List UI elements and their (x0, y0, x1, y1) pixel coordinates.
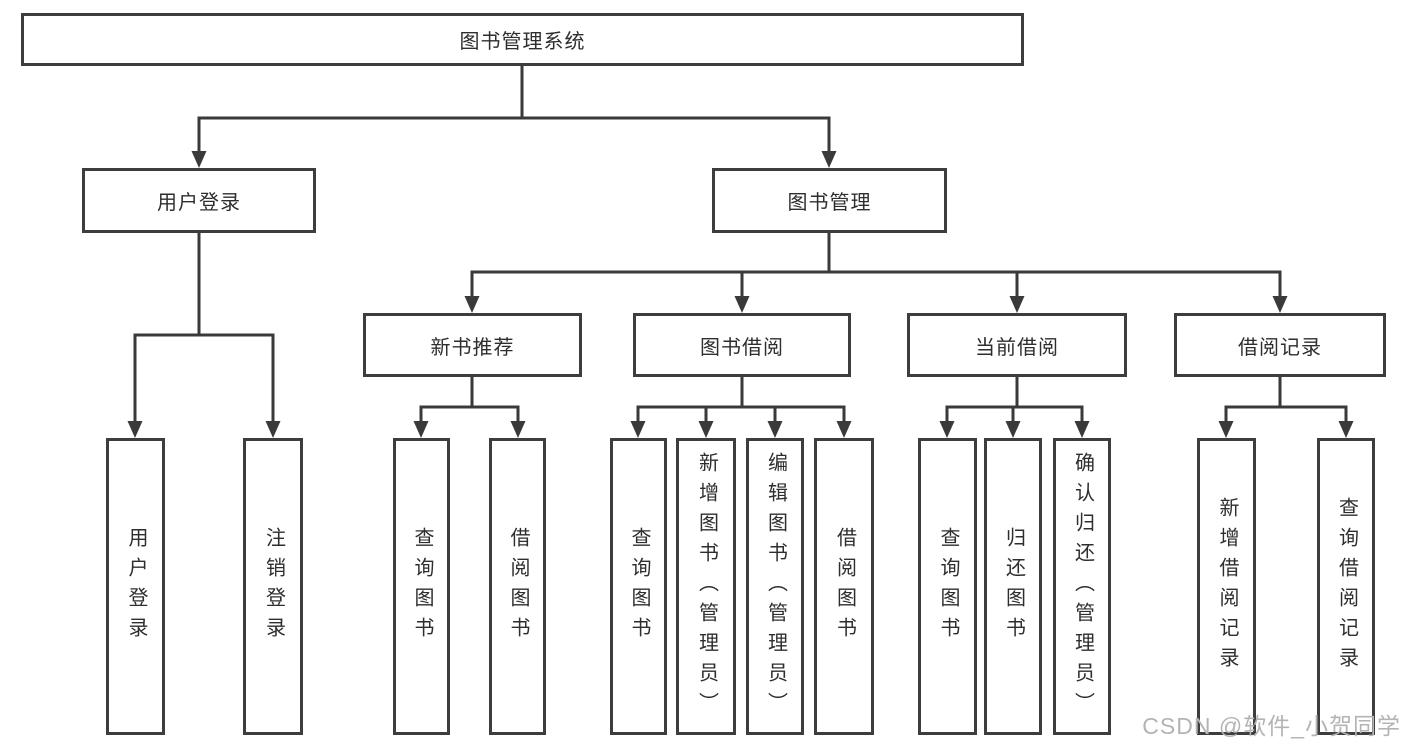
node-query-books-current: 查询图书 (918, 438, 977, 735)
node-query-books-current-label: 查询图书 (937, 526, 959, 647)
node-book-management-label: 图书管理 (787, 192, 872, 214)
node-edit-books-admin-label: 编辑图书（管理员） (764, 451, 787, 722)
node-add-books-admin-label: 新增图书（管理员） (695, 451, 718, 722)
node-query-books-borrowing: 查询图书 (610, 438, 667, 735)
node-edit-books-admin: 编辑图书（管理员） (746, 438, 804, 735)
node-login: 用户登录 (106, 438, 165, 735)
node-current-borrowing-label: 当前借阅 (975, 336, 1059, 359)
node-return-books-label: 归还图书 (1002, 526, 1025, 647)
connector-bookmgmt-to-level3 (464, 231, 1288, 313)
node-logout: 注销登录 (243, 438, 303, 735)
node-borrow-books-borrowing-label: 借阅图书 (833, 526, 856, 647)
node-query-borrow-record-label: 查询借阅记录 (1335, 496, 1358, 677)
node-add-books-admin: 新增图书（管理员） (676, 438, 736, 735)
node-login-label: 用户登录 (125, 526, 147, 647)
node-user-login-branch-label: 用户登录 (157, 192, 241, 214)
connector-root-to-level2 (191, 64, 837, 168)
connector-records-to-children (1218, 375, 1354, 438)
node-library-system: 图书管理系统 (21, 13, 1024, 66)
node-confirm-return-admin-label: 确认归还（管理员） (1071, 451, 1094, 722)
node-query-books-recommend-label: 查询图书 (411, 526, 433, 647)
node-query-borrow-record: 查询借阅记录 (1317, 438, 1375, 735)
node-add-borrow-record-label: 新增借阅记录 (1216, 496, 1238, 677)
node-return-books: 归还图书 (984, 438, 1042, 735)
node-borrow-books-recommend: 借阅图书 (489, 438, 546, 735)
node-borrowing-records-label: 借阅记录 (1238, 336, 1322, 359)
connector-recommend-to-children (413, 375, 526, 438)
node-borrow-books-borrowing: 借阅图书 (814, 438, 874, 735)
node-user-login-branch: 用户登录 (82, 168, 316, 233)
node-book-borrowing: 图书借阅 (633, 313, 851, 377)
node-book-management: 图书管理 (712, 168, 947, 233)
node-query-books-recommend: 查询图书 (393, 438, 450, 735)
node-confirm-return-admin: 确认归还（管理员） (1053, 438, 1111, 735)
node-query-books-borrowing-label: 查询图书 (628, 526, 650, 647)
node-book-borrowing-label: 图书借阅 (700, 336, 784, 359)
node-current-borrowing: 当前借阅 (907, 313, 1127, 377)
node-borrowing-records: 借阅记录 (1174, 313, 1386, 377)
node-new-book-recommend-label: 新书推荐 (430, 336, 515, 359)
node-add-borrow-record: 新增借阅记录 (1197, 438, 1256, 735)
connector-borrowing-to-children (630, 375, 852, 438)
node-new-book-recommend: 新书推荐 (363, 313, 582, 377)
connector-current-to-children (939, 375, 1090, 438)
connector-userlogin-to-children (127, 230, 281, 438)
node-borrow-books-recommend-label: 借阅图书 (507, 526, 529, 647)
node-logout-label: 注销登录 (262, 526, 285, 647)
node-library-system-label: 图书管理系统 (459, 31, 586, 53)
